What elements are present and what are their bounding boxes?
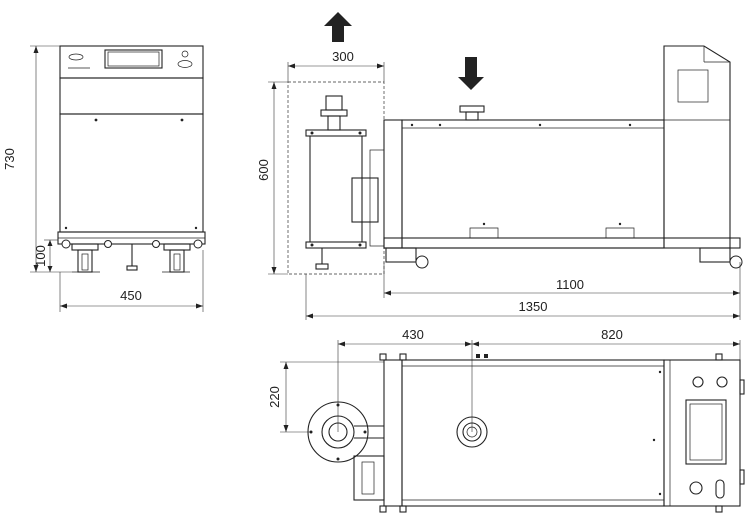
top-view: 430 820 220	[267, 327, 745, 513]
dim-side-body-length: 1100	[556, 277, 584, 292]
caster-right	[162, 243, 191, 273]
dim-top-inlet-offset: 430	[402, 327, 424, 342]
leveling-foot	[126, 244, 138, 271]
exhaust-flange-top	[307, 401, 384, 463]
dim-top-rest-length: 820	[601, 327, 623, 342]
front-view: 730 100 450	[2, 45, 206, 312]
dim-front-base: 100	[33, 245, 48, 267]
arrow-down-icon	[458, 57, 484, 90]
intake-port-top	[456, 416, 488, 448]
arrow-up-icon	[324, 12, 352, 42]
caster-left	[71, 243, 100, 273]
dim-top-inlet-lateral: 220	[267, 386, 282, 408]
dim-front-width: 450	[120, 288, 142, 303]
dim-side-total-length: 1350	[519, 299, 548, 314]
side-view: 300 600	[256, 12, 743, 320]
dim-side-inlet-height: 600	[256, 159, 271, 181]
dim-side-inlet-offset: 300	[332, 49, 354, 64]
dim-front-height: 730	[2, 148, 17, 170]
exhaust-stack	[305, 95, 385, 270]
